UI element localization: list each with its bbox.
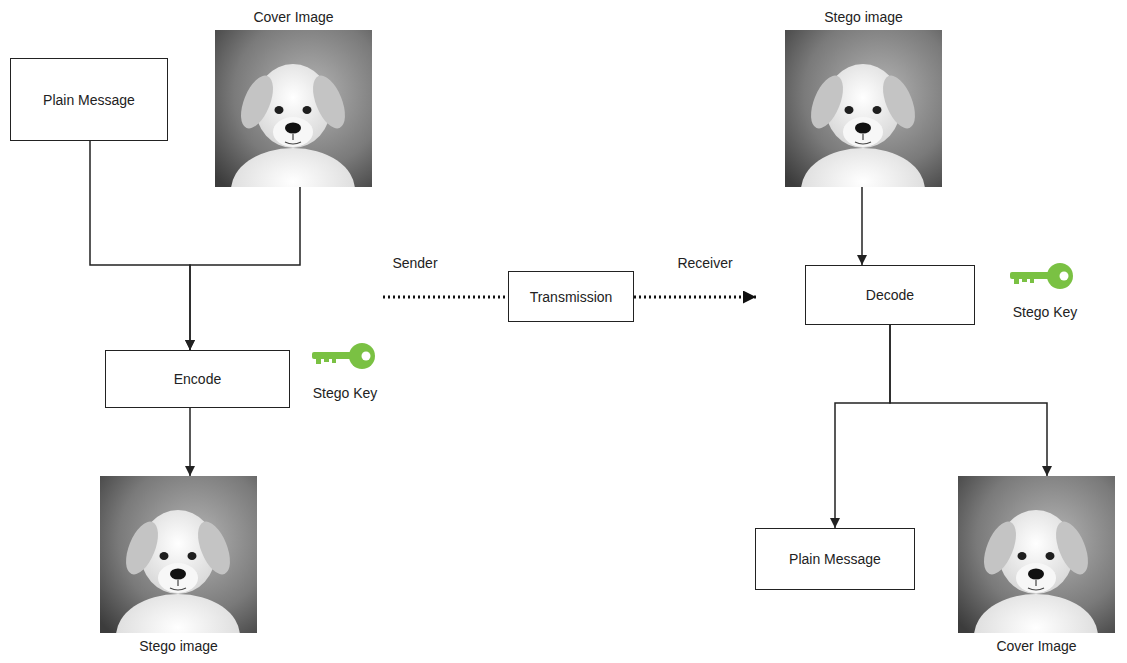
box-label: Plain Message (43, 91, 135, 109)
puppy-photo (958, 476, 1115, 663)
diagram-label: Stego Key (1013, 303, 1078, 321)
puppy-photo (785, 30, 942, 232)
flow-arrow (90, 141, 190, 350)
key-icon (1010, 263, 1073, 289)
puppy-photo (100, 476, 257, 663)
box-label: Transmission (530, 288, 613, 306)
flow-arrow (861, 187, 863, 265)
process-box: Plain Message (10, 58, 168, 141)
dotted-arrow (634, 296, 756, 299)
process-box: Plain Message (755, 528, 915, 590)
image-caption: Cover Image (253, 8, 333, 26)
process-box: Decode (805, 265, 975, 325)
image-caption: Cover Image (996, 637, 1076, 655)
diagram-label: Stego Key (313, 384, 378, 402)
process-box: Encode (105, 350, 290, 408)
diagram-label: Sender (392, 254, 437, 272)
flow-arrow (835, 325, 890, 528)
diagram-label: Receiver (677, 254, 732, 272)
flow-arrow (189, 408, 191, 476)
process-box: Transmission (508, 271, 634, 322)
image-caption: Stego image (139, 637, 218, 655)
box-label: Decode (866, 286, 914, 304)
image-frame: Stego image (100, 476, 257, 633)
key-icon (312, 343, 375, 369)
flow-arrow (890, 325, 1047, 476)
image-frame: Cover Image (215, 30, 372, 187)
box-label: Encode (174, 370, 221, 388)
box-label: Plain Message (789, 550, 881, 568)
image-frame: Stego image (785, 30, 942, 187)
image-frame: Cover Image (958, 476, 1115, 633)
image-caption: Stego image (824, 8, 903, 26)
puppy-photo (215, 30, 372, 232)
flow-arrow (190, 187, 300, 350)
dotted-line (383, 296, 508, 299)
